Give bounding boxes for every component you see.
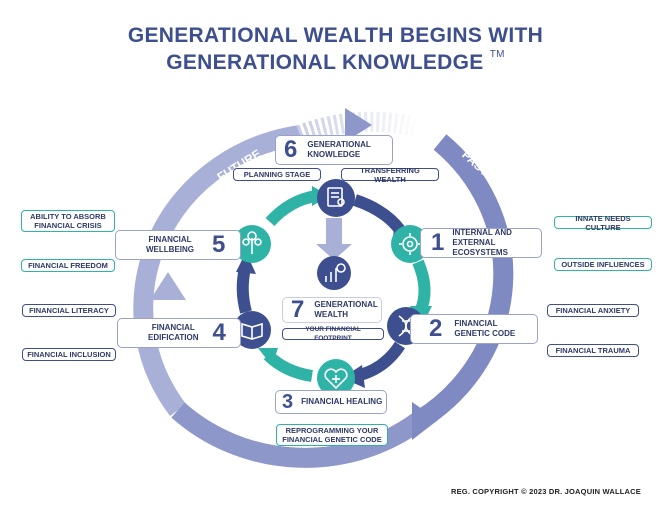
outside-influences-box: OUTSIDE INFLUENCES <box>554 258 652 271</box>
stage-4-label: FINANCIAL EDIFICATION <box>148 323 199 343</box>
node-7-circle <box>317 256 351 290</box>
stage-2-label: FINANCIAL GENETIC CODE <box>454 319 515 339</box>
stage-4-label-line2: EDIFICATION <box>148 333 199 342</box>
outer-ring-bottom <box>171 402 426 468</box>
stage-6-box: 6 GENERATIONAL KNOWLEDGE <box>275 135 393 165</box>
stage-3-box: 3 FINANCIAL HEALING <box>275 390 387 414</box>
outer-ring-right <box>414 134 514 429</box>
left-arrow-head <box>150 272 186 300</box>
inner-arc-6-1 <box>352 194 405 234</box>
inner-arc-4-5 <box>236 266 252 314</box>
stage-3-label: FINANCIAL HEALING <box>301 397 383 406</box>
stage-1-label-line1: INTERNAL AND <box>452 228 512 237</box>
financial-freedom-box: FINANCIAL FREEDOM <box>21 259 115 272</box>
stage-2-label-line1: FINANCIAL <box>454 319 498 328</box>
document-icon <box>327 187 345 207</box>
stage-5-box: FINANCIAL WELLBEING 5 <box>115 230 241 260</box>
stage-5-label-line1: FINANCIAL <box>148 235 192 244</box>
title-line-2: GENERATIONAL KNOWLEDGE TM <box>0 49 671 75</box>
node-6-circle <box>317 179 355 217</box>
transferring-wealth-box: TRANSFERRING WEALTH <box>341 166 439 184</box>
inner-arc-1-2 <box>412 259 431 315</box>
trademark-mark: TM <box>489 49 505 60</box>
stage-4-label-line1: FINANCIAL <box>151 323 195 332</box>
financial-literacy-box: FINANCIAL LITERACY <box>22 304 116 317</box>
stage-2-label-line2: GENETIC CODE <box>454 329 516 338</box>
node-1-circle <box>391 225 429 263</box>
stage-7-number: 7 <box>291 296 305 323</box>
heart-healing-icon <box>324 368 348 390</box>
stage-6-label: GENERATIONAL KNOWLEDGE <box>307 140 370 160</box>
growth-tree-icon <box>242 231 262 254</box>
stage-2-number: 2 <box>429 315 443 342</box>
financial-inclusion-box: FINANCIAL INCLUSION <box>22 348 116 361</box>
center-down-arrow <box>326 218 342 244</box>
stage-4-number: 4 <box>212 319 226 346</box>
stage-2-box: 2 FINANCIAL GENETIC CODE <box>410 314 538 344</box>
absorb-crisis-line2: FINANCIAL CRISIS <box>34 221 102 230</box>
wealth-chart-icon <box>325 263 346 282</box>
present-label: PRESENT <box>210 384 267 423</box>
stage-6-label-line2: KNOWLEDGE <box>307 150 361 159</box>
stage-5-number: 5 <box>212 231 226 258</box>
reprogramming-line2: FINANCIAL GENETIC CODE <box>282 435 382 444</box>
copyright-notice: REG. COPYRIGHT © 2023 DR. JOAQUIN WALLAC… <box>450 487 641 496</box>
financial-trauma-box: FINANCIAL TRAUMA <box>547 344 639 357</box>
stage-1-label: INTERNAL AND EXTERNAL ECOSYSTEMS <box>452 228 541 258</box>
stage-7-label-line2: WEALTH <box>314 310 348 319</box>
stage-6-number: 6 <box>284 136 298 163</box>
stage-3-number: 3 <box>282 390 294 413</box>
stage-4-box: FINANCIAL EDIFICATION 4 <box>117 318 241 348</box>
reprogramming-line1: REPROGRAMMING YOUR <box>285 426 379 435</box>
title-line-1: GENERATIONAL WEALTH BEGINS WITH <box>127 24 544 47</box>
stage-1-label-line2: EXTERNAL ECOSYSTEMS <box>452 238 508 257</box>
book-icon <box>241 322 263 340</box>
title-line-2-text: GENERATIONAL KNOWLEDGE <box>166 51 484 74</box>
stage-1-box: 1 INTERNAL AND EXTERNAL ECOSYSTEMS <box>420 228 542 258</box>
planning-stage-box: PLANNING STAGE <box>233 168 321 181</box>
stage-7-label-line1: GENERATIONAL <box>314 300 378 309</box>
future-arrow-head <box>345 108 372 142</box>
stage-1-number: 1 <box>431 229 445 256</box>
innate-needs-box: INNATE NEEDS CULTURE <box>554 214 652 232</box>
absorb-crisis-line1: ABILITY TO ABSORB <box>30 212 106 221</box>
financial-anxiety-box: FINANCIAL ANXIETY <box>547 304 639 317</box>
inner-arc-5-6 <box>265 190 318 227</box>
inner-arc-2-3 <box>358 341 406 381</box>
bottom-arrow-head <box>412 402 438 440</box>
stage-5-label: FINANCIAL WELLBEING <box>146 235 194 255</box>
stage-7-label: GENERATIONAL WEALTH <box>314 300 377 320</box>
stage-6-label-line1: GENERATIONAL <box>307 140 371 149</box>
financial-footprint-box: YOUR FINANCIAL FOOTPRINT <box>282 326 384 342</box>
stage-7-box: 7 GENERATIONAL WEALTH <box>282 296 382 323</box>
stage-5-label-line2: WELLBEING <box>146 245 194 254</box>
